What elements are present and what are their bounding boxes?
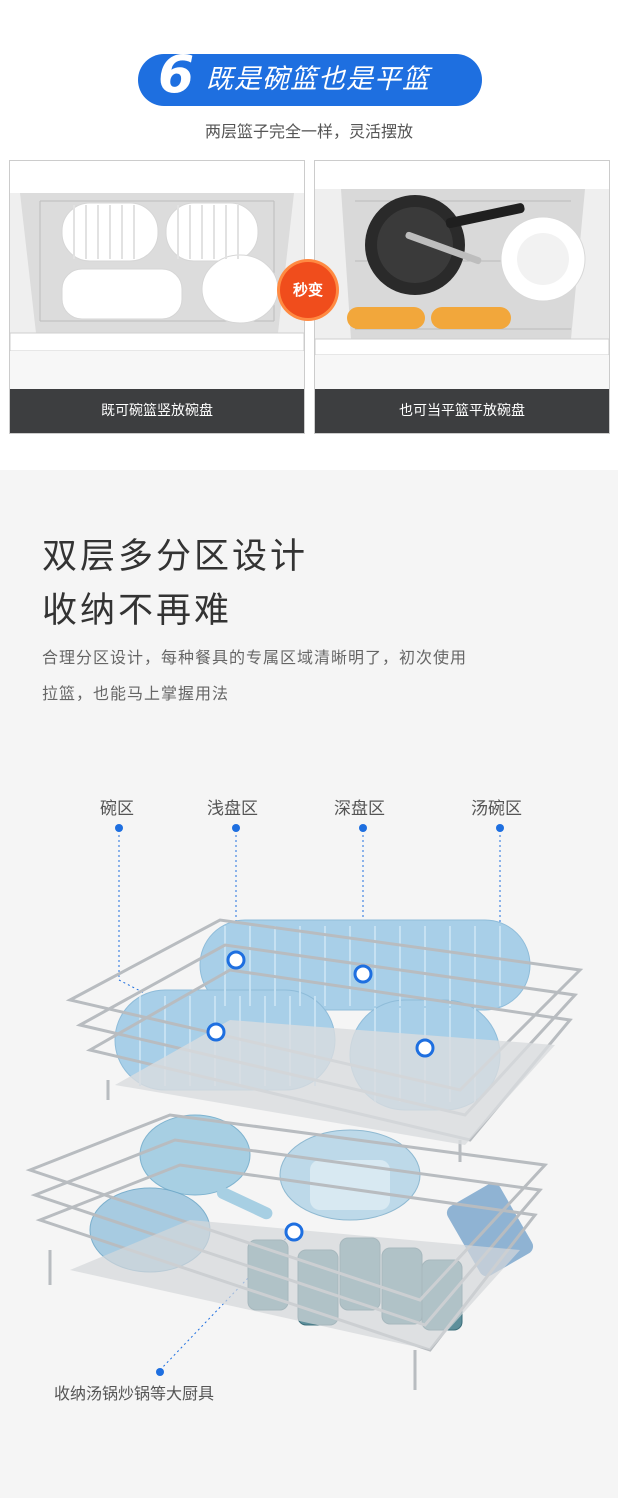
section-subtitle: 两层篮子完全一样，灵活摆放 (204, 122, 413, 141)
zone-marker-deep-plate (359, 824, 367, 832)
zone-label-shallow-plate: 浅盘区 (207, 799, 258, 819)
section-number: 6 (158, 45, 195, 105)
zone-label-bowl: 碗区 (100, 799, 134, 819)
section-description-line-2: 拉篮，也能马上掌握用法 (42, 684, 230, 703)
bottom-label-large-cookware: 收纳汤锅炒锅等大厨具 (54, 1384, 215, 1403)
left-photo-caption: 既可碗篮竖放碗盘 (10, 389, 304, 433)
zone-marker-bowl (115, 824, 123, 832)
two-tier-rack-illustration (25, 830, 584, 1390)
section-title: 既是碗篮也是平篮 (206, 64, 430, 95)
vertical-dish-illustration (10, 161, 304, 389)
section-heading-line-1: 双层多分区设计 (42, 537, 309, 577)
zone-marker-soup-bowl (496, 824, 504, 832)
section-description-line-1: 合理分区设计，每种餐具的专属区域清晰明了，初次使用 (42, 648, 468, 667)
zone-label-soup-bowl: 汤碗区 (471, 799, 522, 819)
section-heading-line-2: 收纳不再难 (42, 591, 233, 631)
vertical-dish-photo: 既可碗篮竖放碗盘 (9, 160, 305, 434)
zone-marker-shallow-plate (232, 824, 240, 832)
right-photo-caption: 也可当平篮平放碗盘 (315, 389, 609, 433)
transform-badge: 秒变 (280, 262, 336, 318)
zone-label-deep-plate: 深盘区 (334, 799, 385, 819)
flat-dish-illustration (315, 161, 609, 389)
section-number-pill (138, 54, 482, 106)
flat-dish-photo: 也可当平篮平放碗盘 (314, 160, 610, 434)
